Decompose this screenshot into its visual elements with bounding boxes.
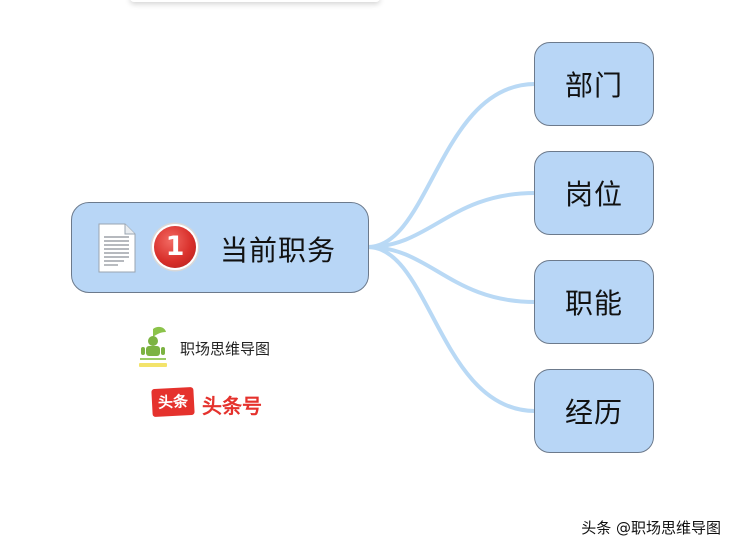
- central-topic-node[interactable]: 1 当前职务: [71, 202, 369, 293]
- watermark-text: 头条 @职场思维导图: [581, 519, 721, 537]
- connector-to-bumen: [366, 82, 537, 249]
- branch-node-jingli[interactable]: 经历: [534, 369, 654, 453]
- mascot-icon: [139, 326, 167, 367]
- brand-logo-zhichang: 职场思维导图: [136, 326, 306, 370]
- toutiao-logo: 头条 头条号: [151, 384, 282, 420]
- top-edge-shadow: [130, 0, 380, 2]
- branch-node-gangwei[interactable]: 岗位: [534, 151, 654, 235]
- connector-to-zhineng: [366, 245, 537, 304]
- central-topic-label: 当前职务: [220, 234, 337, 267]
- connector-to-gangwei: [366, 191, 537, 249]
- toutiao-logo-text: 头条号: [202, 394, 262, 418]
- branch-node-zhineng[interactable]: 职能: [534, 260, 654, 344]
- connector-to-jingli: [366, 245, 537, 413]
- priority-badge: 1: [154, 226, 196, 268]
- toutiao-badge: 头条: [151, 386, 195, 418]
- branch-node-bumen[interactable]: 部门: [534, 42, 654, 126]
- document-icon: [98, 223, 136, 273]
- brand-logo-text: 职场思维导图: [180, 340, 271, 358]
